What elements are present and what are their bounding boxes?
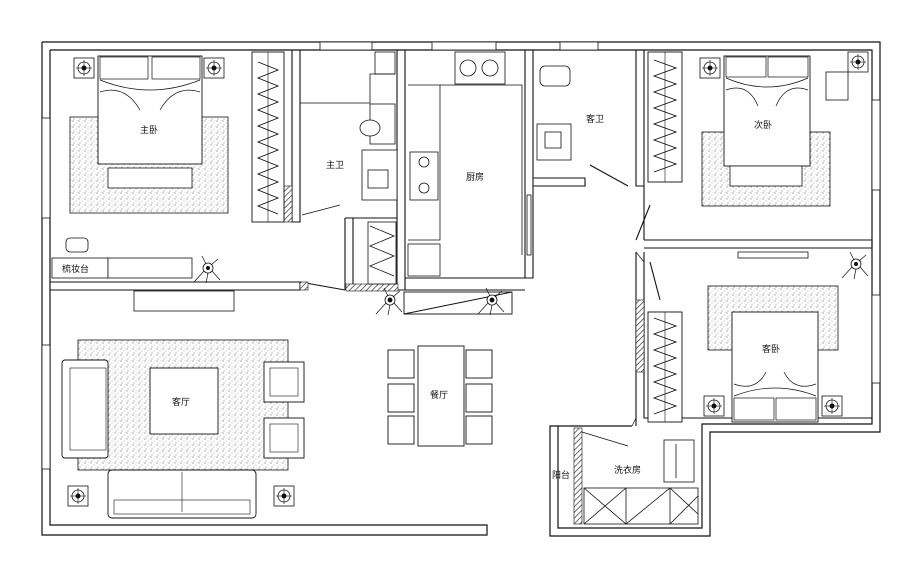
door-swings xyxy=(631,251,645,427)
guest-bath xyxy=(536,65,572,161)
dining-room xyxy=(375,287,513,447)
label-dresser: 梳妆台 xyxy=(62,263,89,275)
second-bedroom xyxy=(647,51,869,280)
master-bedroom xyxy=(51,51,285,284)
room-labels: 主卧 主卫 厨房 客卫 次卧 客卧 客厅 餐厅 洗衣房 梳妆台 阳台 xyxy=(62,113,780,481)
label-guest-bath: 客卫 xyxy=(586,113,604,125)
living-room xyxy=(61,290,305,519)
label-laundry-room: 洗衣房 xyxy=(614,464,641,476)
label-living-room: 客厅 xyxy=(172,396,190,408)
laundry-room xyxy=(581,431,699,525)
kitchen xyxy=(407,51,532,277)
label-second-bedroom: 次卧 xyxy=(754,119,772,131)
label-master-bedroom: 主卧 xyxy=(140,124,158,136)
label-dining-room: 餐厅 xyxy=(430,389,448,401)
label-balcony: 阳台 xyxy=(552,469,570,481)
windows xyxy=(41,41,881,470)
label-guest-bedroom: 客卧 xyxy=(762,343,780,355)
guest-bedroom xyxy=(647,285,843,423)
label-kitchen: 厨房 xyxy=(466,171,484,183)
label-master-bath: 主卫 xyxy=(326,159,344,171)
master-bath xyxy=(300,51,398,285)
